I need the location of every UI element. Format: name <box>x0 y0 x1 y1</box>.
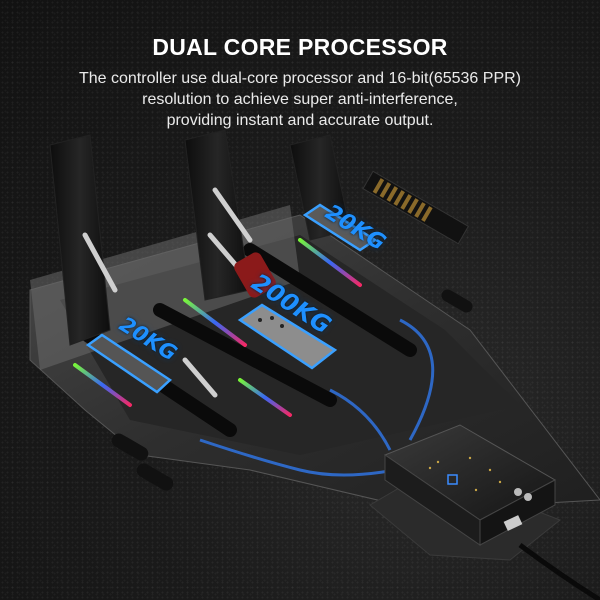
spring <box>362 170 469 245</box>
usb-cable <box>518 542 600 600</box>
load-cell-middle <box>237 303 338 370</box>
description-line-3: providing instant and accurate output. <box>166 112 434 129</box>
cables <box>199 318 435 477</box>
status-led <box>447 474 458 485</box>
controller-box <box>369 424 600 600</box>
description-line-2: resolution to achieve super anti-interfe… <box>142 91 458 108</box>
load-cell-left <box>85 333 173 394</box>
page-title: DUAL CORE PROCESSOR <box>152 34 448 60</box>
description-line-1: The controller use dual-core processor a… <box>78 70 521 87</box>
brake-cylinder <box>234 252 276 298</box>
description: The controller use dual-core processor a… <box>40 68 560 131</box>
load-cell-right <box>302 203 378 252</box>
